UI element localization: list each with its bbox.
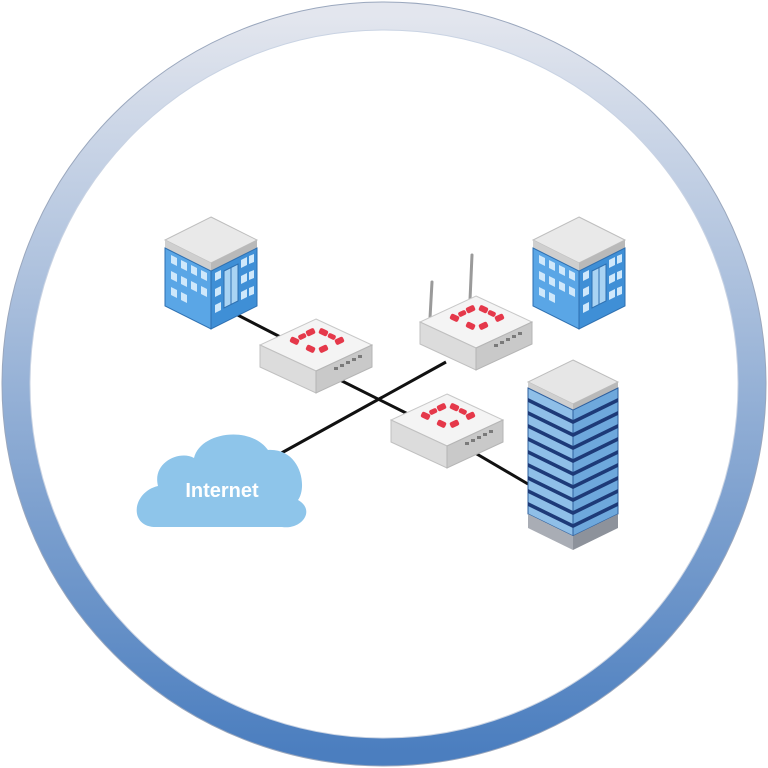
tower-floor-stripe [573, 411, 618, 437]
firewall-wireless [419, 253, 533, 371]
branch-office-left [164, 216, 258, 330]
tower-floor-stripe [528, 424, 573, 450]
branch-office-right [532, 216, 626, 330]
link-firewall-left-to-firewall-center [339, 378, 413, 418]
datacenter-tower [526, 359, 620, 550]
tower-floor-stripe [573, 502, 618, 528]
tower-floor-stripe [573, 489, 618, 515]
tower-floor-stripe [528, 437, 573, 463]
tower-floor-stripe [573, 450, 618, 476]
tower-floor-stripe [573, 398, 618, 424]
network-cables [227, 308, 529, 486]
tower-floor-stripe [528, 398, 573, 424]
tower-floor-stripe [573, 424, 618, 450]
tower-floor-stripe [528, 476, 573, 502]
frame-ring-inner-edge [29, 29, 739, 739]
tower-floor-stripe [528, 489, 573, 515]
tower-floor-stripe [528, 450, 573, 476]
tower-floor-stripe [528, 411, 573, 437]
tower-floor-stripe [573, 476, 618, 502]
link-firewall-center-to-tower [469, 448, 529, 486]
tower-floor-stripe [528, 463, 573, 489]
antenna-right [468, 253, 474, 302]
link-internet-to-firewall-wireless [275, 360, 447, 458]
tower-floor-stripe [528, 502, 573, 528]
antenna-left [428, 280, 434, 320]
tower-floor-stripe [573, 437, 618, 463]
tower-floor-stripe [573, 463, 618, 489]
internet-cloud: Internet [136, 434, 307, 528]
internet-cloud-label: Internet [185, 480, 259, 502]
